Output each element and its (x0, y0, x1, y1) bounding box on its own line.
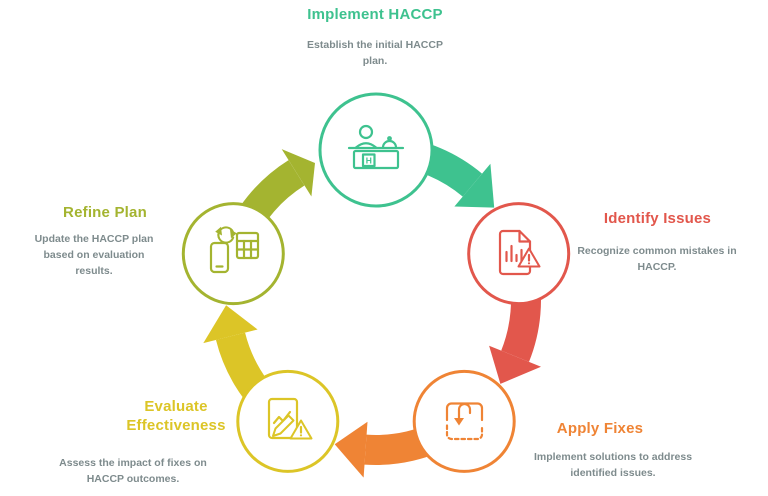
step-circle-apply-fixes (412, 369, 516, 473)
step-circles (181, 92, 571, 473)
insert-solution-icon (445, 402, 484, 441)
desk-sign-letter: H (366, 156, 372, 166)
step-desc-identify-issues: Recognize common mistakes in HACCP. (577, 245, 737, 273)
step-desc-refine-plan: Update the HACCP plan based on evaluatio… (34, 233, 154, 277)
sync-devices-icon (209, 226, 260, 274)
step-title-refine-plan: Refine Plan (63, 204, 147, 221)
step-circle-identify-issues (467, 202, 571, 306)
document-review-warning-icon (267, 397, 313, 440)
step-desc-apply-fixes: Implement solutions to address identifie… (533, 451, 693, 479)
step-circle-refine-plan (181, 202, 285, 306)
step-desc-implement-haccp: Establish the initial HACCP plan. (307, 39, 443, 67)
reception-desk-icon: H (347, 124, 405, 170)
step-desc-evaluate-effectiveness: Assess the impact of fixes on HACCP outc… (59, 457, 207, 485)
step-title-apply-fixes: Apply Fixes (556, 420, 644, 437)
step-title-identify-issues: Identify Issues (603, 210, 712, 227)
document-chart-warning-icon (498, 229, 541, 276)
step-title-implement-haccp: Implement HACCP (307, 6, 443, 23)
step-title-evaluate-effectiveness: Evaluate Effectiveness (126, 398, 226, 434)
